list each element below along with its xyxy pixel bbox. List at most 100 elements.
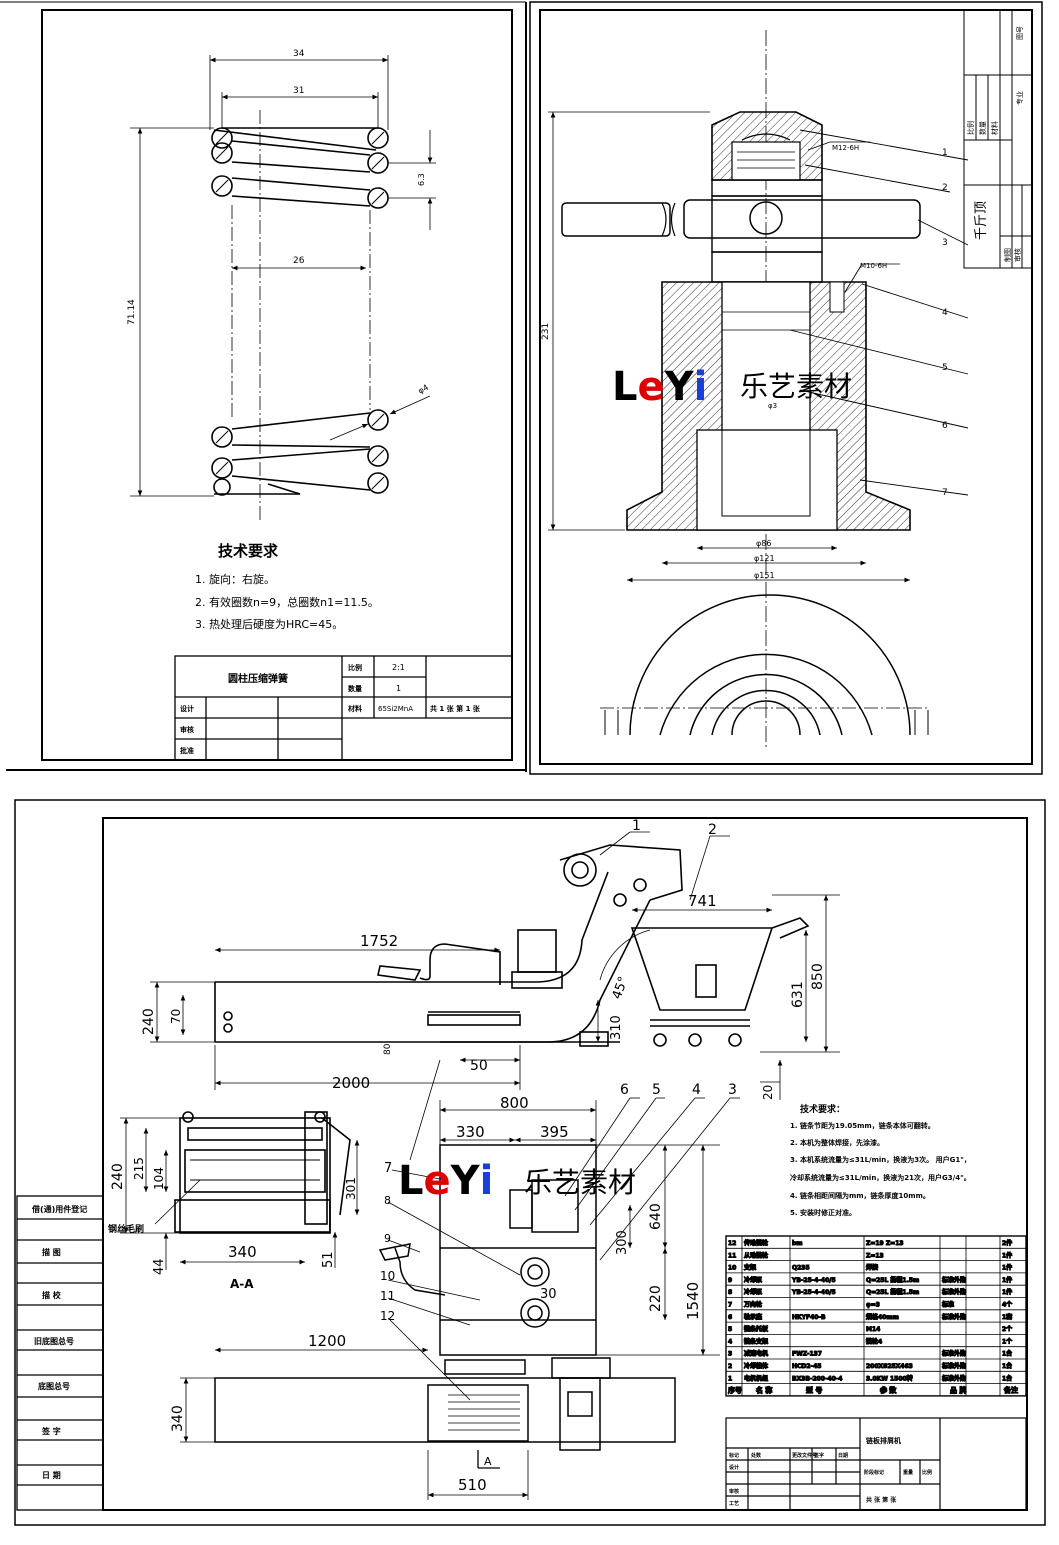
wm-i: i <box>694 364 708 410</box>
bom-cell: 200X625X463 <box>866 1363 913 1370</box>
tb-cell: 阶段标记 <box>864 1469 884 1476</box>
conveyor-tech-item: 3. 本机系统流量为≤31L/min，换液为3次。 用户G1"， <box>790 1155 971 1164</box>
dim-510: 510 <box>458 1476 487 1494</box>
tb-cell: 工艺 <box>729 1500 739 1507</box>
conveyor-tech-item: 5. 安装时修正对准。 <box>790 1208 856 1217</box>
bom-cell: 4个 <box>1002 1301 1013 1309</box>
spring-tech-item: 1. 旋向：右旋。 <box>195 572 275 586</box>
bom-cell: HKYF40-B <box>792 1314 826 1321</box>
wm-e: e <box>424 1158 451 1204</box>
dim-44: 44 <box>152 1258 167 1275</box>
dim-30: 30 <box>540 1287 557 1302</box>
dim-pitch: 6.3 <box>417 173 426 186</box>
dim-215: 215 <box>132 1157 146 1180</box>
svg-text:LeYi: LeYi <box>398 1158 493 1204</box>
bom-cell: 1套 <box>1002 1313 1012 1321</box>
wm-L: L <box>398 1158 424 1204</box>
bom-cell: 链条支架 <box>744 1337 768 1345</box>
callout-12: 12 <box>380 1309 395 1323</box>
bom-cell: BX3B-200-40-4 <box>792 1375 842 1382</box>
dim-104: 104 <box>152 1167 166 1190</box>
dim-70: 70 <box>169 1009 183 1024</box>
bom-cell: 1 <box>728 1375 732 1382</box>
wm-L: L <box>612 364 638 410</box>
bom-cell: 链轮4 <box>866 1337 882 1345</box>
tb-cell: 数量 <box>978 121 987 135</box>
dim-d151: φ151 <box>754 571 775 580</box>
dim-340-aa: 340 <box>228 1243 257 1261</box>
tb-scale-label: 比例 <box>348 663 362 672</box>
bom-cell: 1件 <box>1002 1264 1012 1272</box>
bom-cell: 1个 <box>1002 1337 1013 1345</box>
tb-approver-label: 批准 <box>180 746 194 755</box>
tb-cell: 更改文件号 <box>792 1452 817 1459</box>
side-label: 旧底图总号 <box>34 1336 74 1346</box>
dim-631: 631 <box>790 981 806 1008</box>
dim-850: 850 <box>810 963 826 990</box>
dim-1200: 1200 <box>308 1332 346 1350</box>
callout-2: 2 <box>942 183 948 193</box>
thread-label-2: M10-6H <box>860 262 887 270</box>
bom-cell: 链条托板 <box>744 1325 769 1333</box>
bom-cell: 1台 <box>1002 1362 1012 1370</box>
bom-header: 名 称 <box>756 1386 772 1395</box>
bom-cell: 11 <box>728 1252 736 1259</box>
bom-cell: YB-25-4-40/5 <box>791 1277 836 1284</box>
tb-cell: 比例 <box>922 1469 932 1476</box>
bom-cell: 冷却箱体 <box>744 1362 769 1370</box>
bom-cell: FWZ-137 <box>792 1351 822 1358</box>
bom-cell: Q=25L 扬程1.5m <box>866 1276 919 1284</box>
dim-d86: φ86 <box>756 539 771 548</box>
dim-2000: 2000 <box>332 1074 370 1092</box>
bom-cell: 从动链轮 <box>744 1251 768 1259</box>
bom-cell: Q235 <box>792 1265 810 1272</box>
bom-cell: 传动链轮 <box>743 1239 768 1247</box>
tb-cell: 设计 <box>729 1464 739 1471</box>
dim-240-aa: 240 <box>110 1163 126 1190</box>
spring-tech-title: 技术要求 <box>218 542 279 560</box>
bom-cell: 10 <box>728 1265 736 1272</box>
bom-cell: φ=3 <box>866 1302 880 1309</box>
tb-cell: 签字 <box>813 1452 824 1459</box>
tb-cell: 制图 <box>1003 248 1012 262</box>
callout-10: 10 <box>380 1269 395 1283</box>
dim-31: 31 <box>293 86 304 96</box>
callout-3: 3 <box>728 1082 737 1098</box>
bom-cell: 轴承座 <box>744 1313 762 1321</box>
callout-11: 11 <box>380 1289 395 1303</box>
bom-header: 备注 <box>1003 1386 1018 1395</box>
thread-label-1: M12-6H <box>832 144 859 152</box>
dim-240: 240 <box>141 1008 157 1035</box>
callout-6: 6 <box>620 1082 629 1098</box>
bom-cell: bm <box>792 1240 803 1247</box>
bom-cell: M14 <box>866 1326 880 1333</box>
bom-cell: 1台 <box>1002 1374 1012 1382</box>
dim-d121: φ121 <box>754 554 775 563</box>
bom-cell: 标准 <box>941 1301 954 1309</box>
jack-drawing-sheet: 千斤顶 比例 数量 材料 专业 图号 制图 审核 <box>529 1 1043 775</box>
spring-drawing-sheet: 34 31 26 6.3 71.14 φ4 技术要求 1. 旋向：右旋。 2. … <box>0 1 527 772</box>
tb-mat-label: 材料 <box>347 704 362 713</box>
side-label: 借(通)用件登记 <box>31 1204 87 1214</box>
bom-header: 参 数 <box>880 1386 897 1395</box>
bom-cell: 2 <box>728 1363 732 1370</box>
tb-cell: 标记 <box>728 1452 739 1459</box>
callout-3: 3 <box>942 238 948 248</box>
tb-cell: 审核 <box>729 1488 739 1495</box>
dim-1752: 1752 <box>360 932 398 950</box>
dim-300: 300 <box>615 1230 630 1255</box>
dim-26: 26 <box>293 256 305 266</box>
tb-cell: 图号 <box>1016 26 1024 40</box>
tb-checker-label: 审核 <box>180 725 194 734</box>
bom-cell: 1件 <box>1002 1251 1012 1259</box>
tb-designer-label: 设计 <box>180 704 194 713</box>
dim-741: 741 <box>688 892 717 910</box>
bom-header: 型 号 <box>806 1386 822 1395</box>
wm-text: 乐艺素材 <box>740 370 852 403</box>
bom-cell: 冷却泵 <box>744 1288 763 1296</box>
watermark-bottom: LeYi 乐艺素材 <box>398 1158 636 1204</box>
section-label: A-A <box>230 1277 254 1291</box>
dim-395: 395 <box>540 1123 569 1141</box>
wm-Y: Y <box>450 1158 481 1204</box>
